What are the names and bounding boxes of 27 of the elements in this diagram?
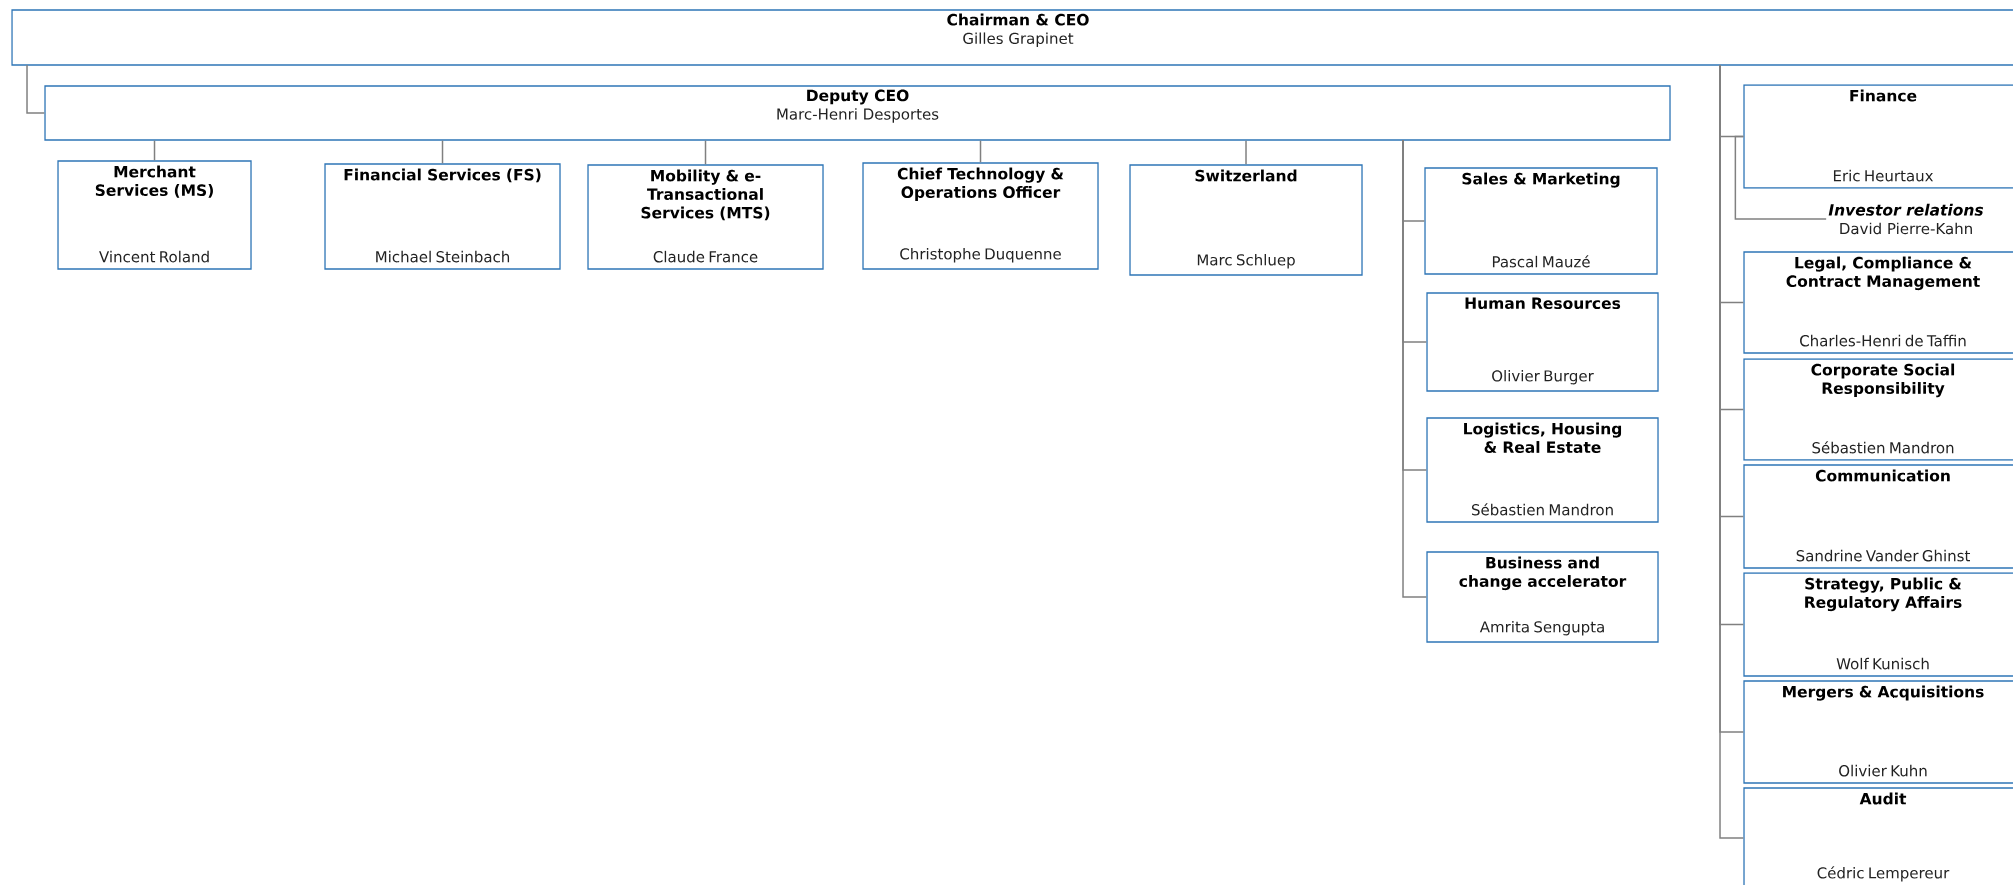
org-box: Communication Sandrine Vander Ghinst xyxy=(1743,464,2013,569)
org-box: Finance Eric Heurtaux xyxy=(1743,84,2013,189)
org-box: Human Resources Olivier Burger xyxy=(1426,292,1659,392)
connector-line xyxy=(1245,139,1247,166)
org-box: Audit Cédric Lempereur xyxy=(1743,787,2013,885)
org-box: Sales & Marketing Pascal Mauzé xyxy=(1424,167,1658,275)
connector-line xyxy=(704,139,707,166)
org-box: Deputy CEO Marc-Henri Desportes xyxy=(44,85,1671,141)
org-box: Chief Technology & Operations Officer Christophe Duquenne xyxy=(862,162,1099,270)
org-box: Strategy, Public & Regulatory Affairs Wolf Kunisch xyxy=(1743,572,2013,677)
org-box: Mobility & e-Transactional Services (MTS) Claude France xyxy=(587,164,824,270)
org-box: Mergers & Acquisitions Olivier Kuhn xyxy=(1743,680,2013,784)
org-box: Business and change accelerator Amrita Sengupta xyxy=(1426,551,1659,643)
connector-line xyxy=(1402,139,1428,598)
connector-line xyxy=(26,64,46,114)
org-box: Logistics, Housing & Real Estate Sébastien Mandron xyxy=(1426,417,1659,523)
org-box: Legal, Compliance & Contract Management Charles-Henri de Taffin xyxy=(1743,251,2013,354)
org-box: Chairman & CEO Gilles Grapinet xyxy=(11,9,2013,66)
connector-line xyxy=(441,139,444,165)
org-box: Corporate Social Responsibility Sébastien Mandron xyxy=(1743,358,2013,461)
connector-line xyxy=(1734,135,1827,220)
org-box: Switzerland Marc Schluep xyxy=(1129,164,1363,276)
org-box: Financial Services (FS) Michael Steinbach xyxy=(324,163,561,270)
connector-line xyxy=(153,139,156,162)
title-text: Investor relations David Pierre-Kahn xyxy=(1828,203,1984,235)
org-box: Merchant Services (MS) Vincent Roland xyxy=(57,160,252,270)
connector-line xyxy=(979,139,982,164)
